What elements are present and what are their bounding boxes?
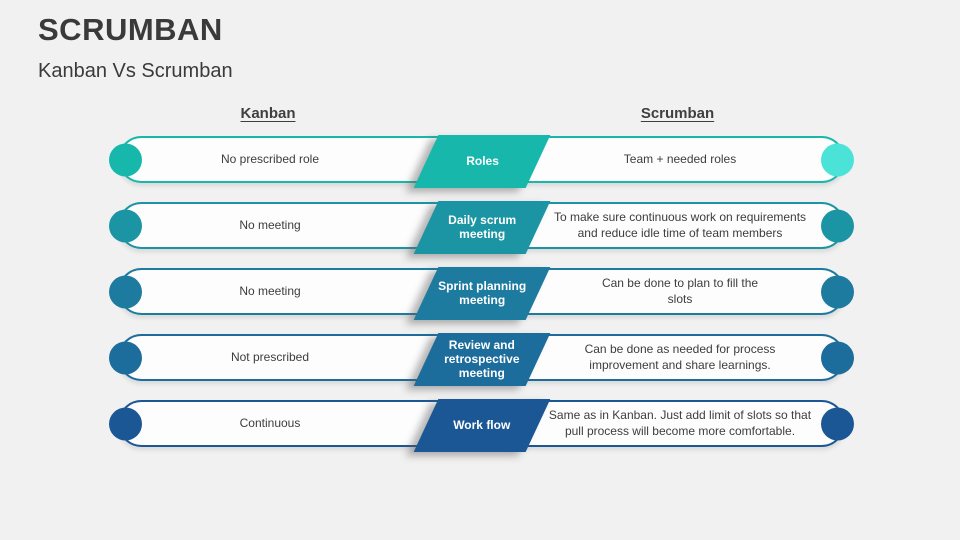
row-pill: No meeting Daily scrum meeting To make s… [118, 201, 845, 254]
scrumban-cell-text: Team + needed roles [623, 151, 737, 166]
category-label-text: Review and retrospective meeting [444, 338, 520, 381]
comparison-row: Continuous Work flow Same as in Kanban. … [109, 399, 854, 452]
row-pill: No meeting Sprint planning meeting Can b… [118, 267, 845, 320]
scrumban-cell-text: Can be done to plan to fill the slots [601, 275, 759, 306]
row-pill: Continuous Work flow Same as in Kanban. … [118, 399, 845, 452]
comparison-row: No meeting Daily scrum meeting To make s… [109, 201, 854, 254]
category-label-text: Roles [465, 154, 499, 169]
row-end-circle [821, 407, 854, 440]
category-label-text: Sprint planning meeting [438, 279, 526, 308]
row-end-circle [821, 209, 854, 242]
category-label-text: Work flow [453, 418, 511, 433]
row-pill: No prescribed role Roles Team + needed r… [118, 135, 845, 188]
kanban-cell-text: Not prescribed [230, 349, 310, 364]
column-header-kanban: Kanban [240, 105, 296, 122]
scrumban-cell: Same as in Kanban. Just add limit of slo… [524, 402, 836, 445]
comparison-rows: No prescribed role Roles Team + needed r… [109, 135, 854, 452]
kanban-cell-text: No meeting [239, 217, 301, 232]
kanban-cell: Continuous [130, 402, 410, 445]
comparison-row: No meeting Sprint planning meeting Can b… [109, 267, 854, 320]
scrumban-cell: Can be done to plan to fill the slots [524, 270, 836, 313]
row-start-circle [109, 407, 142, 440]
kanban-cell: Not prescribed [130, 336, 410, 379]
row-start-circle [109, 143, 142, 176]
row-start-circle [109, 275, 142, 308]
category-label-text: Daily scrum meeting [447, 213, 517, 242]
kanban-cell: No meeting [130, 270, 410, 313]
scrumban-cell-text: To make sure continuous work on requirem… [553, 209, 807, 240]
kanban-cell: No meeting [130, 204, 410, 247]
scrumban-cell: Can be done as needed for process improv… [524, 336, 836, 379]
scrumban-cell-text: Same as in Kanban. Just add limit of slo… [548, 407, 812, 438]
comparison-row: Not prescribed Review and retrospective … [109, 333, 854, 386]
row-start-circle [109, 341, 142, 374]
row-end-circle [821, 275, 854, 308]
scrumban-cell: Team + needed roles [524, 138, 836, 181]
row-end-circle [821, 143, 854, 176]
scrumban-cell-text: Can be done as needed for process improv… [584, 341, 776, 372]
kanban-cell-text: Continuous [239, 415, 301, 430]
kanban-cell: No prescribed role [130, 138, 410, 181]
column-header-scrumban: Scrumban [640, 105, 715, 122]
row-start-circle [109, 209, 142, 242]
comparison-row: No prescribed role Roles Team + needed r… [109, 135, 854, 188]
page-subtitle: Kanban Vs Scrumban [38, 60, 233, 82]
page-title: SCRUMBAN [38, 12, 223, 47]
kanban-cell-text: No prescribed role [220, 151, 320, 166]
row-end-circle [821, 341, 854, 374]
row-pill: Not prescribed Review and retrospective … [118, 333, 845, 386]
scrumban-cell: To make sure continuous work on requirem… [524, 204, 836, 247]
kanban-cell-text: No meeting [239, 283, 301, 298]
